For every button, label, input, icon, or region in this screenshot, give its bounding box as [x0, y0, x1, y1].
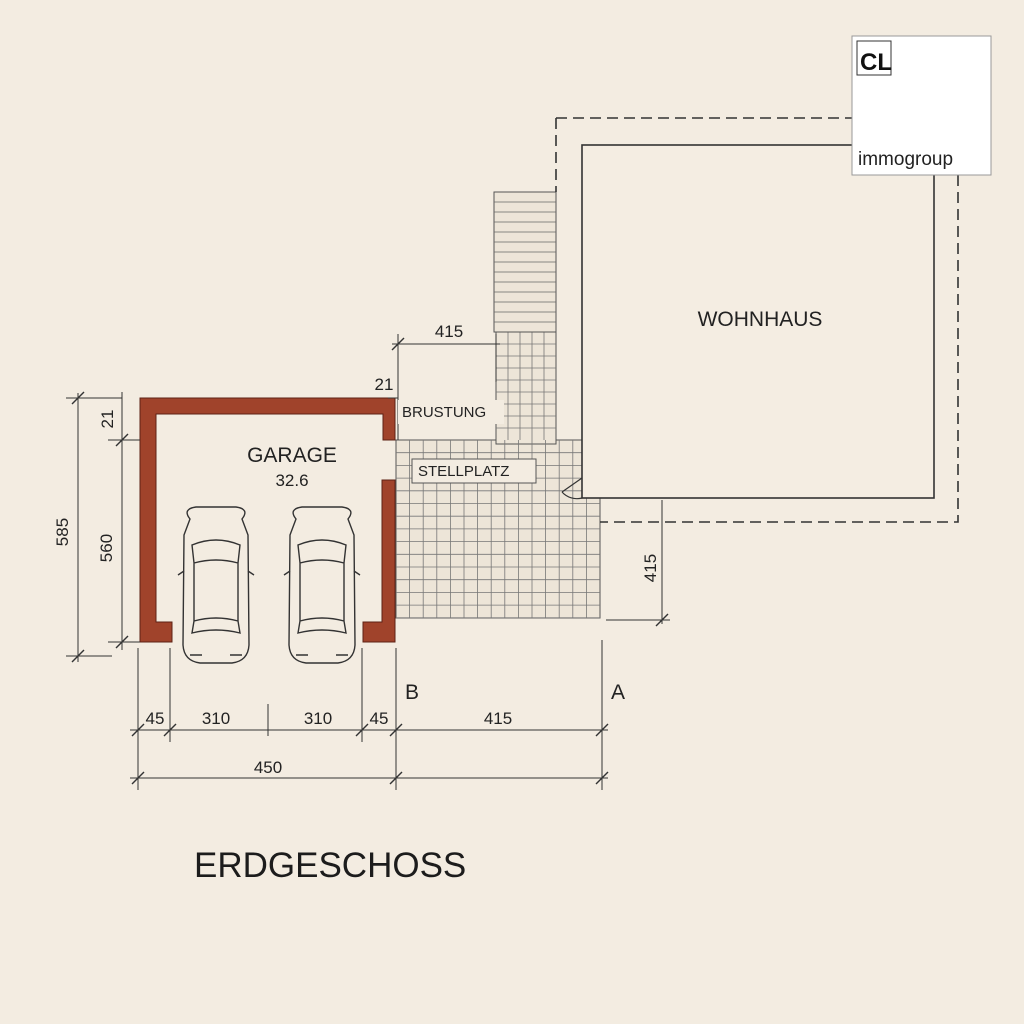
- dim-top-wall: 21: [375, 375, 394, 394]
- dim-seg-stellplatz: 415: [484, 709, 512, 728]
- stellplatz-label-bg: [411, 458, 537, 484]
- logo-mark: CL: [860, 49, 892, 76]
- brustung-label: BRUSTUNG: [402, 404, 486, 421]
- page-title: ERDGESCHOSS: [194, 846, 466, 885]
- company-logo: CL immogroup: [851, 35, 992, 176]
- wohnhaus-label: WOHNHAUS: [698, 308, 823, 331]
- section-b-label: B: [405, 681, 419, 704]
- dim-top-width: 415: [435, 322, 463, 341]
- dim-garage-total: 450: [254, 758, 282, 777]
- car-icon: [177, 506, 255, 664]
- dim-right-height: 415: [641, 554, 660, 582]
- staircase: [493, 191, 557, 333]
- right-dimension-lines: [606, 500, 670, 627]
- garage-wall-right: [362, 479, 396, 643]
- garage-label: GARAGE: [247, 444, 337, 467]
- dim-left-wall: 21: [98, 410, 117, 429]
- wohnhaus-outer-outline: [556, 117, 959, 523]
- logo-name: immogroup: [858, 149, 953, 170]
- left-dimension-lines: [66, 391, 140, 663]
- dim-seg-bay-2: 310: [304, 709, 332, 728]
- garage-area: 32.6: [275, 471, 308, 490]
- garage-walls: [139, 397, 396, 643]
- door-swing: [561, 477, 583, 500]
- stellplatz-label: STELLPLATZ: [418, 463, 509, 480]
- dim-seg-left-wall: 45: [146, 709, 165, 728]
- brustung-label-bg: [398, 400, 504, 424]
- dim-seg-right-wall: 45: [370, 709, 389, 728]
- dim-inner-height: 560: [97, 534, 116, 562]
- wohnhaus-box: [581, 144, 935, 499]
- bottom-dimension-lines: [130, 640, 609, 790]
- dim-seg-bay-1: 310: [202, 709, 230, 728]
- section-a-label: A: [611, 681, 625, 704]
- car-icon: [283, 506, 361, 664]
- dim-outer-height: 585: [53, 518, 72, 546]
- top-dimension-lines: [388, 334, 500, 440]
